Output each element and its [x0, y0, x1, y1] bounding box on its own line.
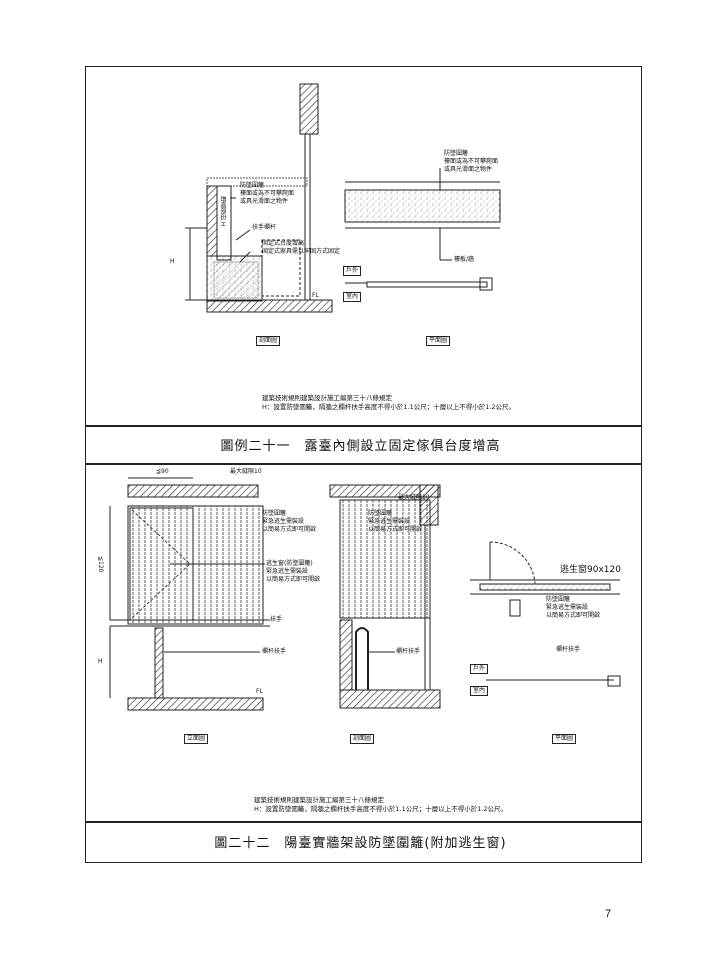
fig22-elev-text-6: 以簡易方式即可開啟 — [266, 576, 321, 583]
fig21-side-label-6: 固定式家具需以牢固方式固定 — [262, 248, 341, 255]
fig22-plan-text-5: 欄杆扶手 — [556, 646, 581, 653]
fig21-plan-label-4: 樓板/牆 — [454, 256, 475, 263]
fig22-gap-1: 最大縫隙10 — [230, 468, 262, 475]
fig21-side-label-4: 扶手欄杆 — [252, 224, 277, 231]
fig22-plan-text-4: 以簡易方式即可開啟 — [546, 612, 601, 619]
fig22-dim-h2: H — [98, 658, 103, 665]
fig21-fl: FL — [312, 292, 319, 299]
fig21-caption: 圖例二十一 露臺內側設立固定傢俱台度增高 — [220, 439, 501, 454]
fig22-plan-title: 平面圖 — [552, 734, 577, 744]
fig22-elev-text-7: 扶手 — [270, 616, 283, 623]
fig22-sect-text-1: 防墜圍籬 — [368, 510, 393, 517]
fig21-side-label-3: 或具光滑面之物件 — [240, 198, 289, 205]
fig22-elev-title: 立面圖 — [184, 734, 209, 744]
fig22-gap-2: 最大縫隙10 — [398, 494, 430, 501]
fig22-elev-text-5: 緊急逃生需裝設 — [266, 568, 309, 575]
figure-21-frame — [85, 66, 642, 427]
fig21-plan-label-2: 樓面或為不可攀爬面 — [444, 158, 499, 165]
fig21-plan — [344, 168, 501, 291]
page-number: 7 — [605, 908, 612, 920]
fig22-section — [329, 484, 441, 709]
fig22-note-line-2: H：設置防墜圍籬，隔牆之欄杆扶手高度不得小於1.1公尺；十層以上不得小於1.2公… — [254, 805, 508, 813]
fig21-plan-label-3: 或具光滑面之物件 — [444, 166, 493, 173]
fig21-plan-title: 平面圖 — [426, 336, 451, 346]
fig21-side-dim: H — [170, 258, 175, 265]
figure-21-caption-frame — [85, 425, 642, 465]
figure-22-caption-frame — [85, 821, 642, 863]
fig22-elev-text-4: 逃生窗(防墜圍籬) — [266, 560, 313, 567]
fig22-note: 建築技術規則建築設計施工編第三十八條規定 H：設置防墜圍籬，隔牆之欄杆扶手高度不… — [254, 796, 507, 814]
fig22-plan-text-2: 防墜圍籬 — [546, 596, 571, 603]
fig21-side-section — [185, 83, 333, 313]
fig22-note-line-1: 建築技術規則建築設計施工編第三十八條規定 — [254, 796, 384, 804]
fig22-dim-w: ≦90 — [156, 468, 169, 475]
fig22-elev-text-3: 以簡易方式即可開啟 — [262, 526, 317, 533]
fig21-note-line-2: H：設置防墜圍籬，隔牆之欄杆扶手高度不得小於1.1公尺；十層以上不得小於1.2公… — [262, 403, 516, 411]
fig22-plan-text-1: 逃生窗90x120 — [560, 565, 621, 575]
fig22-dim-h: ≦120 — [97, 556, 104, 573]
fig22-outside: 戶外 — [470, 664, 489, 674]
fig22-sect-title: 剖面圖 — [350, 734, 375, 744]
fig22-elevation — [109, 477, 270, 711]
fig22-fl: FL — [256, 688, 263, 695]
fig21-side-label-5: 固定式台度增高 — [262, 240, 305, 247]
fig22-elev-text-1: 防墜圍籬 — [262, 510, 287, 517]
fig22-elev-text-8: 欄杆扶手 — [262, 648, 287, 655]
fig21-side-label-1: 防墜圍籬 — [240, 182, 265, 189]
fig22-plan — [470, 541, 621, 687]
fig22-caption: 圖二十二 陽臺實牆架設防墜圍籬(附加逃生窗) — [214, 836, 507, 851]
fig21-note: 建築技術規則建築設計施工編第三十八條規定 H：設置防墜圍籬，隔牆之欄杆扶手高度不… — [262, 394, 515, 412]
fig21-inside: 室內 — [343, 292, 362, 302]
fig22-sect-text-3: 以簡易方式即可開啟 — [368, 526, 423, 533]
figure-22-frame — [85, 463, 642, 823]
fig21-side-label-2: 樓面或為不可攀爬面 — [240, 190, 295, 197]
fig22-inside: 室內 — [470, 686, 489, 696]
fig21-note-line-1: 建築技術規則建築設計施工編第三十八條規定 — [262, 394, 392, 402]
fig22-sect-text-4: 欄杆扶手 — [396, 648, 421, 655]
fig21-plan-label-1: 防墜圍籬 — [444, 150, 469, 157]
fig21-side-title: 剖面圖 — [256, 336, 281, 346]
fig21-ramp-label: 增高部份 H — [219, 196, 226, 227]
fig22-elev-text-2: 緊急逃生需裝設 — [262, 518, 305, 525]
fig21-outside: 戶外 — [343, 266, 362, 276]
fig22-plan-text-3: 緊急逃生需裝設 — [546, 604, 589, 611]
fig22-sect-text-2: 緊急逃生需裝設 — [368, 518, 411, 525]
